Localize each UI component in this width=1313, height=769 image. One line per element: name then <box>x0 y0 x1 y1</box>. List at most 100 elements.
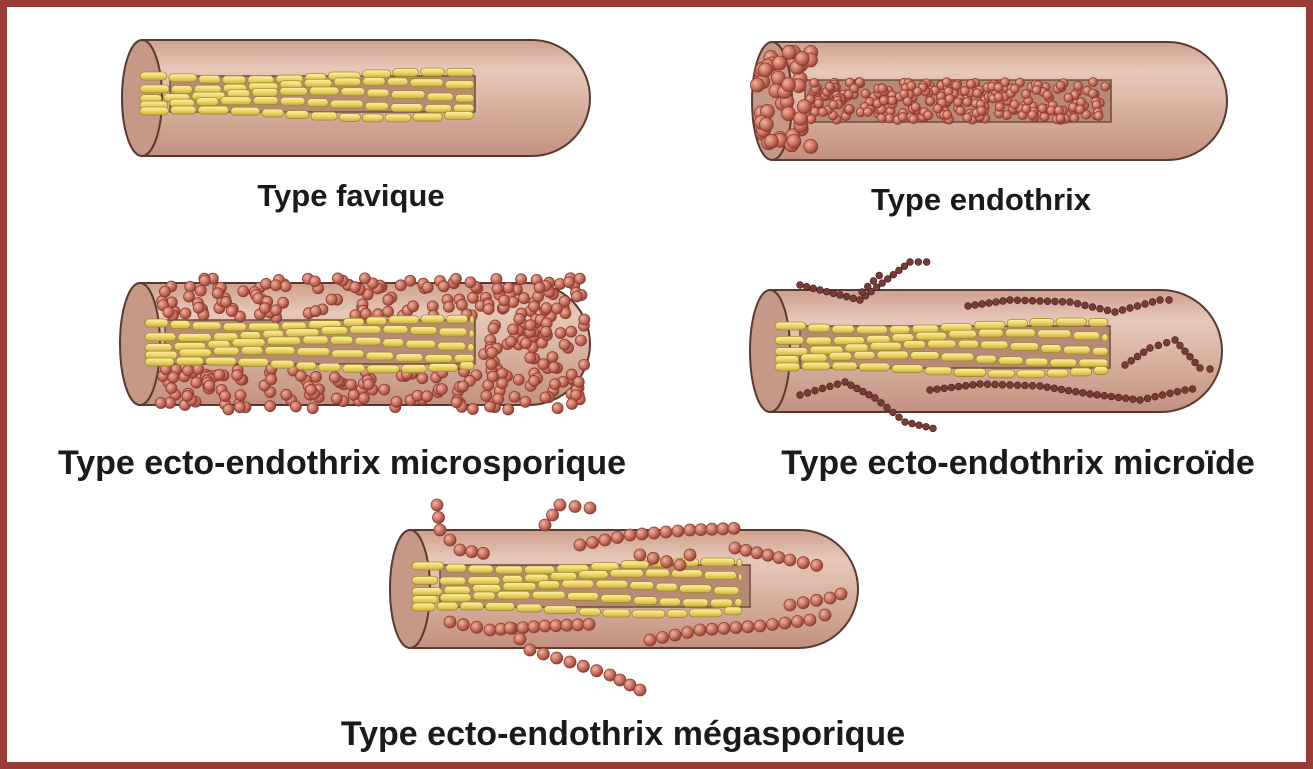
hypha-segment <box>401 365 426 373</box>
hypha-segment <box>503 583 536 591</box>
spore <box>572 619 584 631</box>
spore <box>973 89 982 98</box>
chain-bead <box>993 299 1000 306</box>
spore <box>684 524 696 536</box>
spore <box>281 389 292 400</box>
spore <box>810 78 819 87</box>
hypha-segment <box>925 367 952 375</box>
chain-bead <box>803 283 810 290</box>
spore <box>166 383 177 394</box>
spore <box>942 78 951 87</box>
chain-bead <box>1065 387 1072 394</box>
hypha-segment <box>231 107 260 115</box>
hypha-segment <box>412 576 438 584</box>
hypha-segment <box>981 341 1009 349</box>
chain-bead <box>972 302 979 309</box>
hypha-segment <box>446 315 467 323</box>
hypha-segment <box>455 94 474 102</box>
hypha-segment <box>286 329 319 337</box>
spore <box>787 134 801 148</box>
hypha-segment <box>701 558 735 566</box>
chain-bead <box>1101 392 1108 399</box>
chain-bead <box>965 303 972 310</box>
hypha-segment <box>634 597 658 605</box>
caption-microsporique: Type ecto-endothrix microsporique <box>58 446 626 480</box>
spore <box>994 83 1003 92</box>
spore <box>503 404 514 415</box>
spore <box>728 522 740 534</box>
spore <box>740 544 752 556</box>
spore <box>261 278 272 289</box>
chain-bead <box>1067 299 1074 306</box>
spore <box>1094 111 1103 120</box>
chain-bead <box>1167 390 1174 397</box>
hypha-segment <box>978 329 1003 337</box>
spore <box>751 547 763 559</box>
hypha-segment <box>1056 318 1087 326</box>
spore <box>995 102 1004 111</box>
hypha-segment <box>1005 329 1035 337</box>
spore <box>706 623 718 635</box>
spore <box>571 291 582 302</box>
caption-endothrix: Type endothrix <box>871 184 1091 215</box>
spore <box>561 619 573 631</box>
hypha-segment <box>253 97 278 105</box>
spore <box>782 45 796 59</box>
chain-bead <box>876 272 883 279</box>
spore <box>835 588 847 600</box>
hypha-segment <box>343 364 365 372</box>
spore <box>845 104 854 113</box>
hypha-segment <box>393 68 419 76</box>
hypha-segment <box>714 587 739 595</box>
hypha-segment <box>601 594 632 602</box>
spore <box>265 401 276 412</box>
hypha-segment <box>579 571 608 579</box>
hypha-segment <box>297 348 330 356</box>
spore <box>534 282 545 293</box>
spore <box>193 302 204 313</box>
spore <box>497 378 508 389</box>
hypha-segment <box>362 70 390 78</box>
spore <box>636 528 648 540</box>
spore <box>1032 85 1041 94</box>
chain-bead <box>1134 353 1141 360</box>
spore <box>695 524 707 536</box>
hypha-segment <box>330 336 353 344</box>
hypha-segment <box>859 363 890 371</box>
spore <box>967 79 976 88</box>
spore <box>359 273 370 284</box>
hypha-segment <box>735 598 742 606</box>
hypha-segment <box>1030 318 1054 326</box>
hypha-segment <box>679 585 711 593</box>
hypha-segment <box>178 333 212 341</box>
spore <box>943 110 952 119</box>
chain-bead <box>1134 303 1141 310</box>
spore <box>583 618 595 630</box>
chain-bead <box>1037 383 1044 390</box>
spore <box>1074 81 1083 90</box>
spore <box>431 499 443 511</box>
hypha-segment <box>890 326 911 334</box>
chain-bead <box>1082 302 1089 309</box>
chain-bead <box>896 414 903 421</box>
spore <box>458 381 469 392</box>
chain-bead <box>850 295 857 302</box>
spore <box>1101 82 1110 91</box>
spore <box>804 139 818 153</box>
hypha-segment <box>296 362 316 370</box>
hypha-segment <box>656 583 678 591</box>
hypha-segment <box>365 102 388 110</box>
chain-bead <box>1115 394 1122 401</box>
spore <box>486 359 497 370</box>
chain-bead <box>1058 386 1065 393</box>
hypha-segment <box>741 588 742 596</box>
chain-bead <box>1147 345 1154 352</box>
spore <box>784 554 796 566</box>
spore <box>484 624 496 636</box>
hypha-segment <box>396 354 423 362</box>
hypha-segment <box>445 81 474 89</box>
hypha-segment <box>350 326 381 334</box>
spore <box>797 597 809 609</box>
hypha-segment <box>632 610 665 618</box>
hypha-segment <box>198 106 229 114</box>
